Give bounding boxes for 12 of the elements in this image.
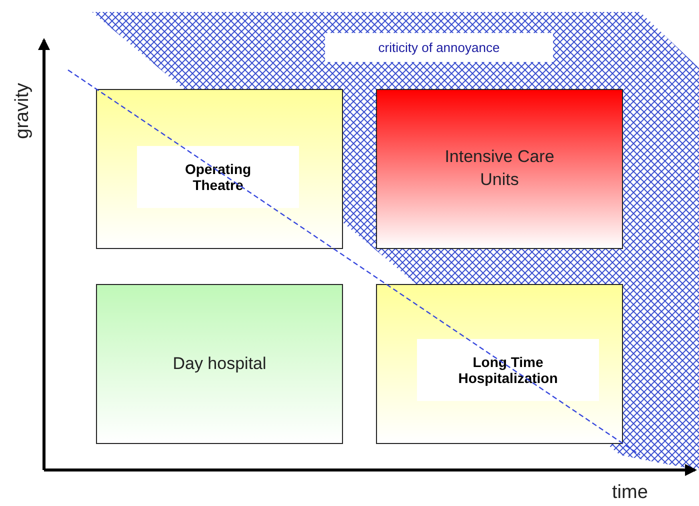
quadrant-label: Intensive Care Units: [444, 146, 556, 191]
quadrant-box: [376, 89, 623, 249]
axis-label: time: [612, 482, 648, 504]
axis-label: gravity: [12, 83, 34, 139]
band-label: criticity of annoyance: [378, 40, 500, 55]
label-panel: Operating Theatre: [137, 146, 299, 208]
quadrant-box: [376, 284, 623, 444]
label-box: [325, 33, 553, 62]
label-panel: Long Time Hospitalization: [417, 339, 599, 401]
quadrant-box: [96, 284, 343, 444]
quadrant-box: [96, 89, 343, 249]
quadrant-label: Day hospital: [172, 352, 266, 375]
